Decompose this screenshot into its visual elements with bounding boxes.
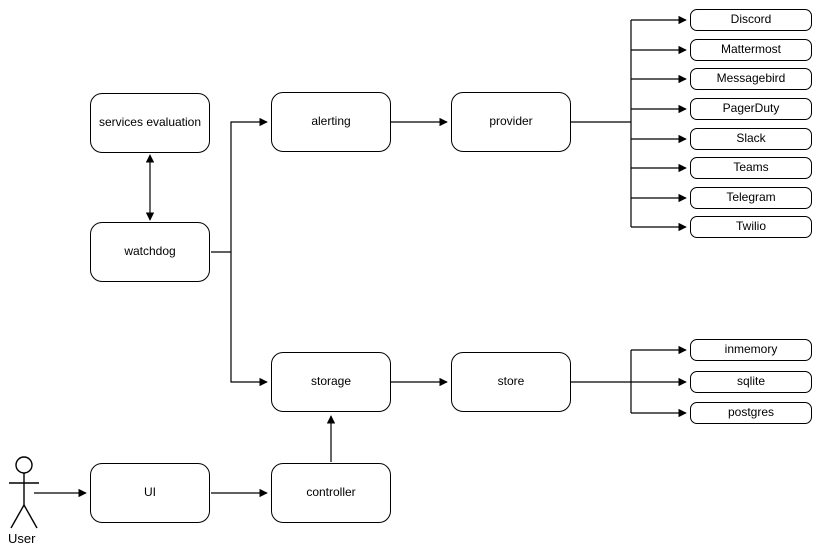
- node-provider-telegram-label: Telegram: [726, 190, 776, 205]
- node-ui-label: UI: [144, 485, 156, 500]
- node-storage-label: storage: [310, 374, 352, 389]
- node-services-evaluation-label: services evaluation: [98, 115, 202, 130]
- node-controller[interactable]: controller: [271, 463, 391, 523]
- actor-leg-left-icon: [10, 504, 25, 529]
- node-storage[interactable]: storage: [271, 352, 391, 412]
- node-store[interactable]: store: [451, 352, 571, 412]
- node-provider-pagerduty-label: PagerDuty: [722, 101, 780, 116]
- node-controller-label: controller: [306, 485, 356, 500]
- node-provider-teams-label: Teams: [733, 160, 769, 175]
- node-store-sqlite-label: sqlite: [736, 374, 765, 389]
- node-services-evaluation[interactable]: services evaluation: [90, 93, 210, 153]
- edge-watchdog-to-alerting: [230, 117, 268, 252]
- node-store-label: store: [497, 374, 525, 389]
- node-provider-messagebird-label: Messagebird: [716, 71, 786, 86]
- user-actor-icon: [9, 456, 39, 529]
- actor-leg-right-icon: [23, 504, 38, 529]
- node-store-postgres[interactable]: postgres: [690, 402, 812, 424]
- node-store-sqlite[interactable]: sqlite: [690, 371, 812, 393]
- node-alerting-label: alerting: [311, 114, 351, 129]
- node-provider[interactable]: provider: [451, 92, 571, 152]
- node-provider-twilio[interactable]: Twilio: [690, 216, 812, 238]
- node-provider-discord[interactable]: Discord: [690, 9, 812, 31]
- node-provider-mattermost[interactable]: Mattermost: [690, 39, 812, 61]
- node-store-inmemory[interactable]: inmemory: [690, 339, 812, 361]
- actor-head-icon: [15, 456, 33, 474]
- node-provider-label: provider: [489, 114, 533, 129]
- node-store-inmemory-label: inmemory: [724, 342, 778, 357]
- user-actor-label: User: [8, 531, 36, 546]
- node-store-postgres-label: postgres: [727, 405, 775, 420]
- node-provider-discord-label: Discord: [730, 12, 772, 27]
- node-provider-slack[interactable]: Slack: [690, 128, 812, 150]
- node-provider-messagebird[interactable]: Messagebird: [690, 68, 812, 90]
- node-watchdog[interactable]: watchdog: [90, 222, 210, 282]
- node-alerting[interactable]: alerting: [271, 92, 391, 152]
- node-provider-mattermost-label: Mattermost: [720, 42, 781, 57]
- node-provider-telegram[interactable]: Telegram: [690, 187, 812, 209]
- node-provider-slack-label: Slack: [736, 131, 766, 146]
- edge-watchdog-to-storage: [230, 252, 268, 387]
- node-provider-teams[interactable]: Teams: [690, 157, 812, 179]
- node-ui[interactable]: UI: [90, 463, 210, 523]
- node-watchdog-label: watchdog: [124, 244, 176, 259]
- node-provider-pagerduty[interactable]: PagerDuty: [690, 98, 812, 120]
- node-provider-twilio-label: Twilio: [735, 219, 766, 234]
